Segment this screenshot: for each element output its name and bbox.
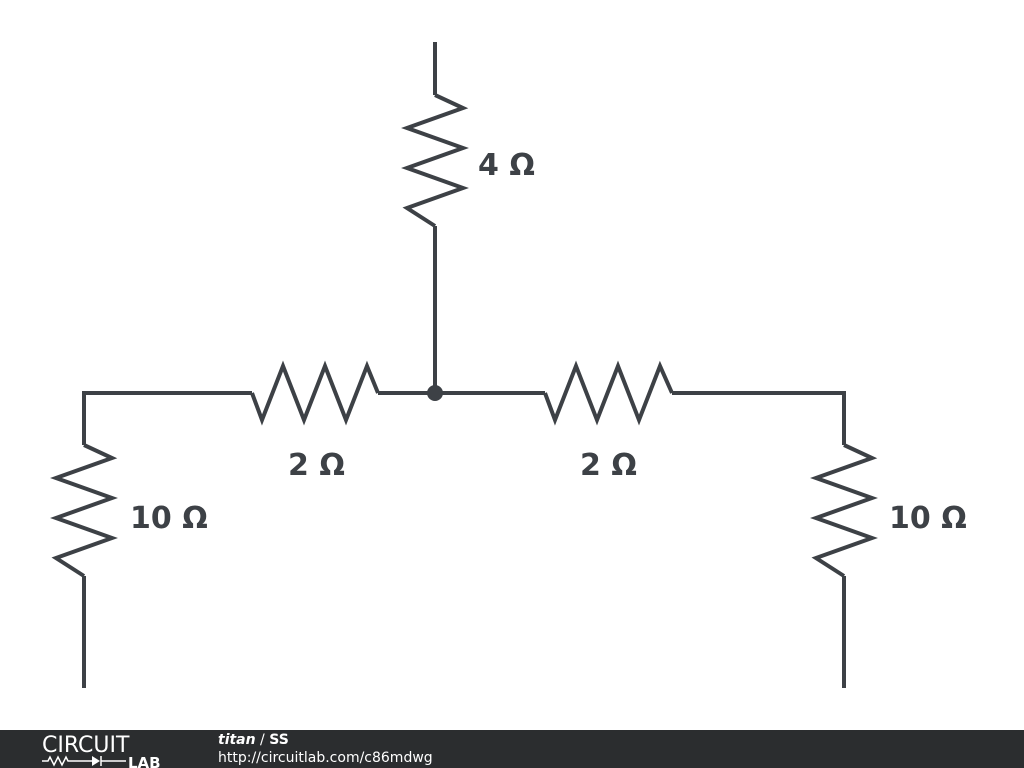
circuit-schematic: 4 Ω 2 Ω 2 Ω 10 Ω 10 Ω: [50, 42, 967, 688]
label-r-top: 4 Ω: [478, 148, 535, 183]
title-separator: /: [255, 732, 270, 748]
circuit-meta: titan / SS http://circuitlab.com/c86mdwg: [218, 731, 433, 767]
label-r-left: 10 Ω: [130, 501, 208, 536]
circuit-url[interactable]: http://circuitlab.com/c86mdwg: [218, 750, 433, 766]
resistor-right: [810, 443, 878, 578]
svg-text:LAB: LAB: [128, 754, 161, 768]
circuitlab-logo: CIRCUIT LAB: [42, 733, 161, 768]
resistor-mid-left: [250, 360, 380, 426]
resistor-left: [50, 443, 118, 578]
label-r-right: 10 Ω: [889, 501, 967, 536]
wire-left-corner: [82, 391, 252, 445]
resistor-top: [401, 93, 469, 228]
junction-node: [427, 385, 443, 401]
wire-right-corner: [672, 391, 846, 445]
svg-text:CIRCUIT: CIRCUIT: [42, 733, 130, 758]
resistor-mid-right: [543, 360, 674, 426]
author-name[interactable]: titan: [218, 732, 256, 748]
circuit-title[interactable]: SS: [269, 732, 289, 748]
footer-bar: CIRCUIT LAB titan / SS http://circuitlab…: [0, 730, 1024, 768]
label-r-mid-right: 2 Ω: [580, 448, 637, 483]
label-r-mid-left: 2 Ω: [288, 448, 345, 483]
